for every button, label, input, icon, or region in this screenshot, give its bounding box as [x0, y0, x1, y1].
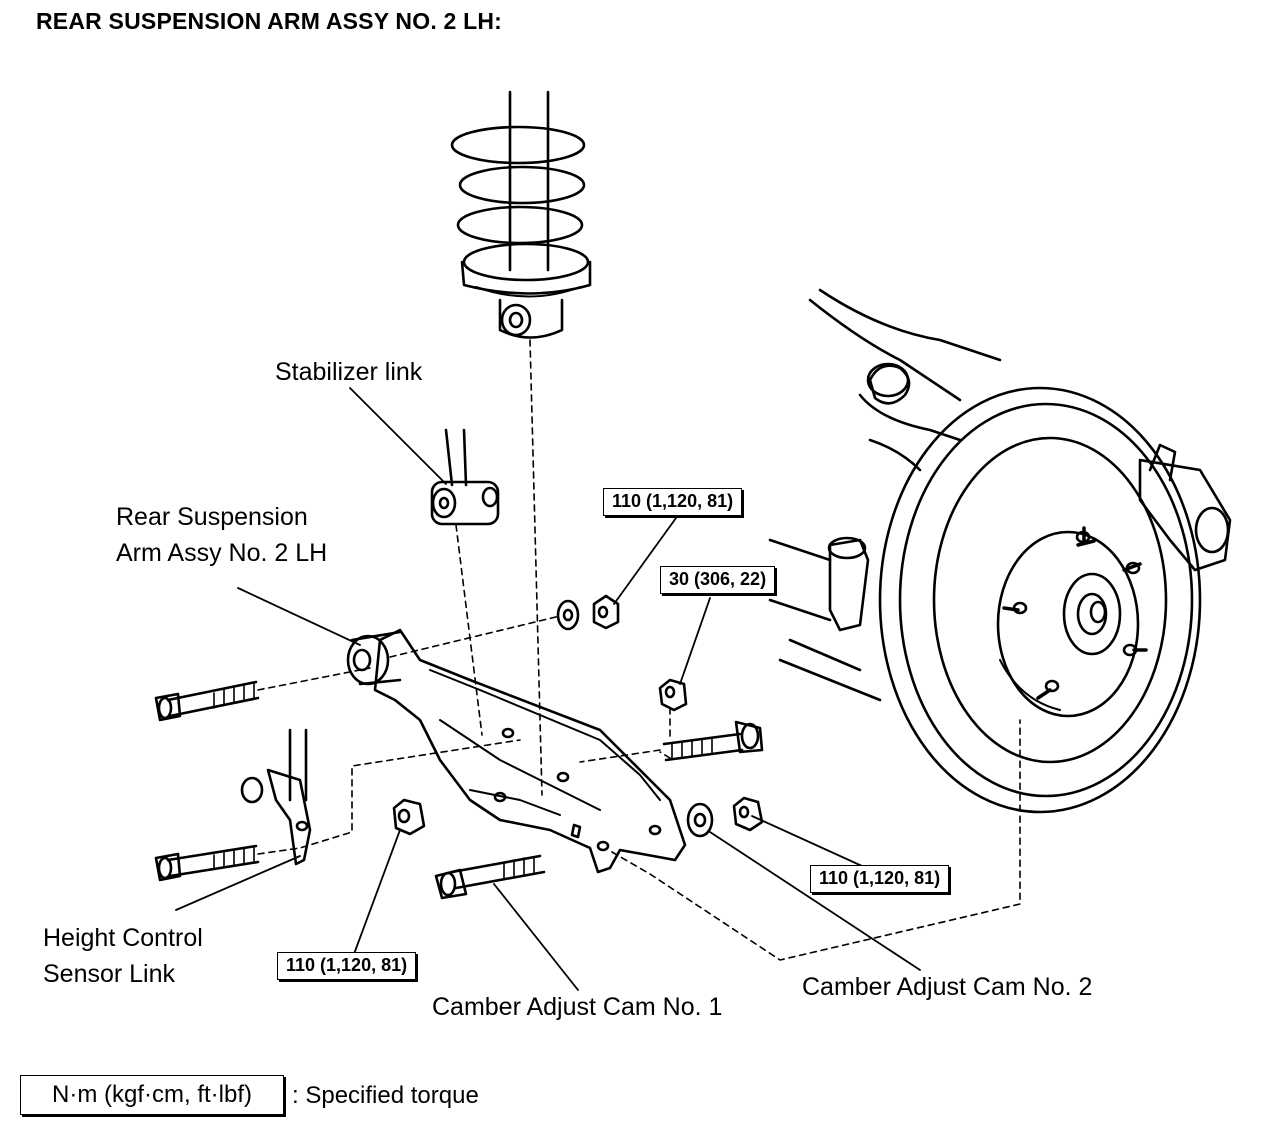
camber-cam-bolt-1	[434, 854, 546, 900]
bolts	[154, 680, 764, 900]
torque-right-nut: 110 (1,120, 81)	[810, 865, 950, 893]
left-lower-bolt	[154, 844, 260, 882]
coil-spring-shock-absorber	[450, 90, 592, 339]
label-height-control-line2: Sensor Link	[43, 960, 176, 988]
torque-mid-nut: 30 (306, 22)	[660, 566, 776, 594]
brake-disc-hub	[768, 288, 1232, 814]
height-control-sensor-link	[240, 728, 312, 866]
rear-suspension-arm	[346, 628, 687, 874]
legend-unit-box: N·m (kgf·cm, ft·lbf)	[20, 1075, 284, 1115]
label-arm-line2: Arm Assy No. 2 LH	[116, 539, 328, 567]
torque-left-nut: 110 (1,120, 81)	[277, 952, 417, 980]
left-upper-bolt	[154, 680, 260, 722]
leader-lines	[175, 387, 921, 991]
nuts-washers	[392, 594, 764, 838]
torque-upper-nut: 110 (1,120, 81)	[603, 488, 743, 516]
assembly-dashed-lines	[257, 339, 1021, 961]
right-bolt	[662, 720, 764, 762]
legend-description: : Specified torque	[292, 1082, 479, 1109]
diagram-title: REAR SUSPENSION ARM ASSY NO. 2 LH:	[36, 8, 503, 34]
label-stabilizer-link: Stabilizer link	[275, 358, 423, 386]
label-height-control-line1: Height Control	[43, 924, 203, 952]
stabilizer-link	[430, 428, 500, 526]
label-arm-line1: Rear Suspension	[116, 503, 308, 531]
label-camber-cam-1: Camber Adjust Cam No. 1	[432, 993, 723, 1021]
label-camber-cam-2: Camber Adjust Cam No. 2	[802, 973, 1093, 1001]
